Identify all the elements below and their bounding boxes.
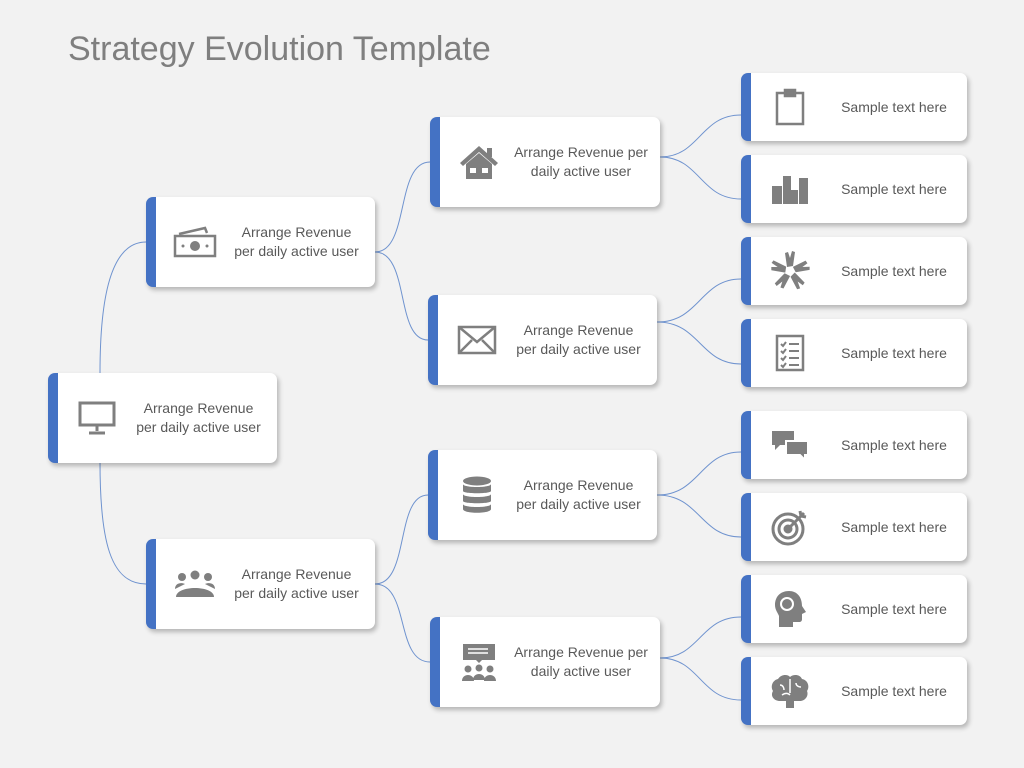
database-icon — [446, 476, 508, 514]
level3-card: Sample text here — [741, 319, 967, 387]
level2-card: Arrange Revenue per daily active user — [430, 117, 660, 207]
house-icon — [448, 144, 510, 180]
level3-card: Sample text here — [741, 493, 967, 561]
chat-icon — [759, 429, 821, 461]
connector — [656, 278, 742, 323]
connector — [99, 461, 147, 585]
connector — [374, 494, 429, 585]
level2-label: Arrange Revenue per daily active user — [514, 644, 648, 679]
level1-card: Arrange Revenue per daily active user — [146, 197, 375, 287]
root-card: Arrange Revenue per daily active user — [48, 373, 277, 463]
level3-label: Sample text here — [841, 682, 947, 699]
level3-card: Sample text here — [741, 657, 967, 725]
level3-card: Sample text here — [741, 411, 967, 479]
level3-label: Sample text here — [841, 98, 947, 115]
level3-card: Sample text here — [741, 155, 967, 223]
level3-label: Sample text here — [841, 436, 947, 453]
head-gears-icon — [759, 589, 821, 629]
connector — [659, 114, 742, 158]
clipboard-icon — [759, 88, 821, 126]
connector — [656, 321, 742, 365]
root-label: Arrange Revenue per daily active user — [136, 400, 261, 435]
level2-card: Arrange Revenue per daily active user — [428, 295, 657, 385]
level3-card: Sample text here — [741, 575, 967, 643]
connector — [374, 251, 429, 341]
level2-card: Arrange Revenue per daily active user — [430, 617, 660, 707]
money-icon — [164, 226, 226, 258]
level2-label: Arrange Revenue per daily active user — [514, 144, 648, 179]
target-icon — [759, 507, 821, 547]
level3-card: Sample text here — [741, 237, 967, 305]
brain-icon — [759, 673, 821, 709]
monitor-icon — [66, 401, 128, 435]
level3-label: Sample text here — [841, 344, 947, 361]
level1-label: Arrange Revenue per daily active user — [234, 224, 359, 259]
buildings-icon — [759, 174, 821, 204]
connector — [659, 657, 742, 701]
hands-icon — [759, 250, 821, 292]
page-title: Strategy Evolution Template — [68, 30, 491, 68]
level3-label: Sample text here — [841, 518, 947, 535]
connector — [99, 241, 147, 374]
level1-label: Arrange Revenue per daily active user — [234, 566, 359, 601]
level2-label: Arrange Revenue per daily active user — [516, 477, 641, 512]
connector — [659, 616, 742, 659]
level3-label: Sample text here — [841, 600, 947, 617]
level3-label: Sample text here — [841, 262, 947, 279]
checklist-icon — [759, 334, 821, 372]
level1-card: Arrange Revenue per daily active user — [146, 539, 375, 629]
level3-card: Sample text here — [741, 73, 967, 141]
connector — [656, 494, 742, 538]
connector — [656, 451, 742, 496]
connector — [374, 583, 431, 663]
presentation-icon — [448, 642, 510, 682]
envelope-icon — [446, 325, 508, 355]
level2-label: Arrange Revenue per daily active user — [516, 322, 641, 357]
level3-label: Sample text here — [841, 180, 947, 197]
connector — [659, 156, 742, 200]
level2-card: Arrange Revenue per daily active user — [428, 450, 657, 540]
team-icon — [164, 569, 226, 599]
connector — [374, 161, 431, 253]
